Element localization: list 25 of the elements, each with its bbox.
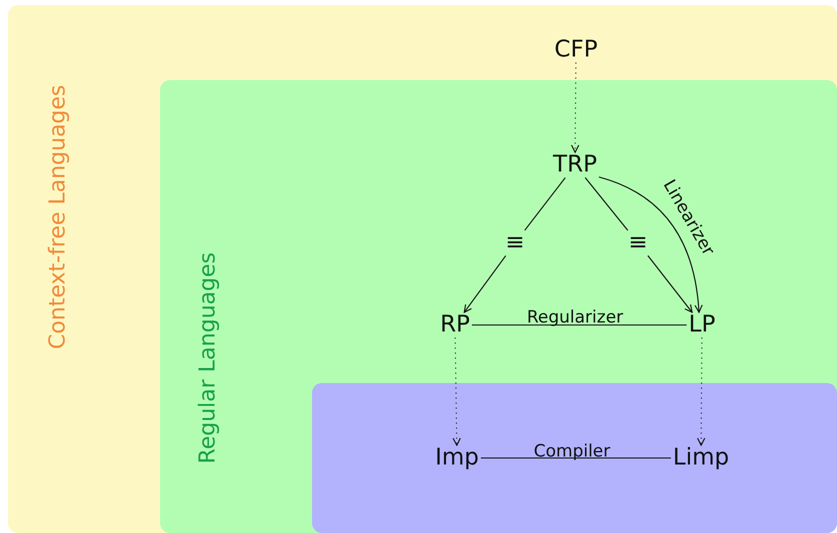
node-label: CFP (552, 37, 600, 63)
connector-line (472, 324, 687, 326)
node-label: RP (438, 312, 472, 338)
arrow (571, 62, 580, 153)
arrow (464, 255, 506, 313)
region-panel (160, 80, 837, 533)
node-label: TRP (551, 152, 599, 178)
node-label: ≡ (626, 230, 650, 256)
node-label: ≡ (503, 230, 527, 256)
connector-line (584, 177, 628, 231)
arrow (452, 338, 461, 446)
node-label: LP (686, 312, 718, 338)
region-box (312, 383, 837, 533)
edge-label: Compiler (534, 444, 610, 460)
connector-line (480, 457, 671, 459)
node-label: Imp (433, 445, 481, 471)
edge-label: Regularizer (526, 310, 624, 326)
arrow (598, 176, 702, 313)
connector-line (524, 177, 566, 231)
node-label: Limp (670, 445, 732, 471)
region-panel (8, 5, 837, 533)
region-label: Context-free Languages (46, 84, 70, 350)
arrow (697, 338, 706, 446)
region-label: Regular Languages (196, 252, 220, 464)
arrow (647, 255, 693, 313)
